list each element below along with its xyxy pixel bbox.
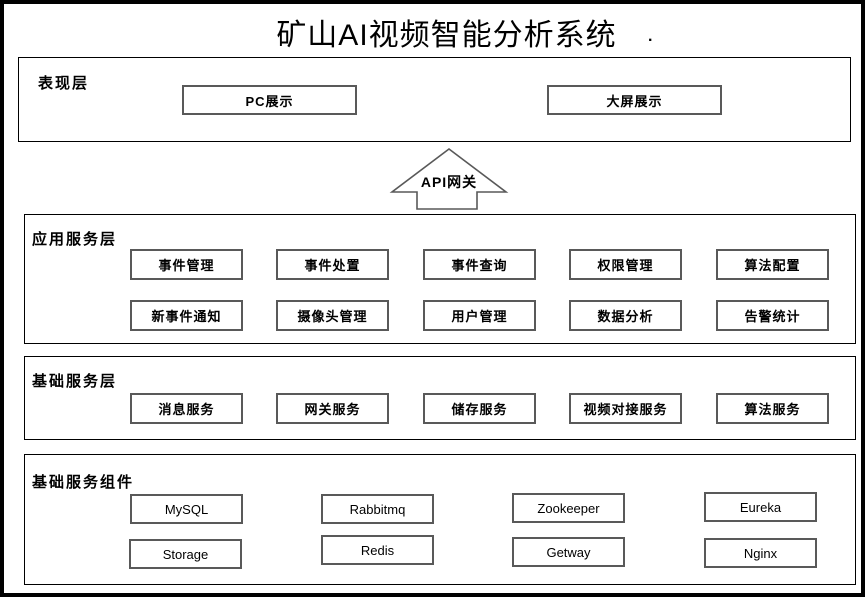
box-user-management: 用户管理 bbox=[423, 300, 536, 331]
layer-label: 基础服务组件 bbox=[32, 474, 135, 491]
box-redis: Redis bbox=[321, 535, 434, 565]
box-nginx: Nginx bbox=[704, 538, 817, 568]
layer-label: 表现层 bbox=[38, 75, 90, 92]
title-dot: . bbox=[648, 28, 653, 45]
api-gateway-label: API网关 bbox=[420, 174, 478, 190]
box-algorithm-service: 算法服务 bbox=[716, 393, 829, 424]
box-camera-management: 摄像头管理 bbox=[276, 300, 389, 331]
layer-presentation: 表现层 bbox=[18, 57, 851, 142]
api-gateway-arrow: API网关 bbox=[387, 146, 512, 212]
box-algorithm-config: 算法配置 bbox=[716, 249, 829, 280]
layer-label: 应用服务层 bbox=[32, 231, 118, 248]
up-arrow-icon bbox=[389, 147, 509, 210]
box-storage-service: 储存服务 bbox=[423, 393, 536, 424]
box-alarm-statistics: 告警统计 bbox=[716, 300, 829, 331]
layer-label: 基础服务层 bbox=[32, 373, 118, 390]
box-mysql: MySQL bbox=[130, 494, 243, 524]
box-gateway-service: 网关服务 bbox=[276, 393, 389, 424]
box-video-connect-service: 视频对接服务 bbox=[569, 393, 682, 424]
box-zookeeper: Zookeeper bbox=[512, 493, 625, 523]
box-event-handling: 事件处置 bbox=[276, 249, 389, 280]
box-message-service: 消息服务 bbox=[130, 393, 243, 424]
box-storage: Storage bbox=[129, 539, 242, 569]
page-title: 矿山AI视频智能分析系统 bbox=[276, 19, 617, 52]
box-big-screen-display: 大屏展示 bbox=[547, 85, 722, 115]
box-getway: Getway bbox=[512, 537, 625, 567]
box-rabbitmq: Rabbitmq bbox=[321, 494, 434, 524]
box-event-query: 事件查询 bbox=[423, 249, 536, 280]
box-eureka: Eureka bbox=[704, 492, 817, 522]
box-event-management: 事件管理 bbox=[130, 249, 243, 280]
box-permission-management: 权限管理 bbox=[569, 249, 682, 280]
box-pc-display: PC展示 bbox=[182, 85, 357, 115]
box-data-analysis: 数据分析 bbox=[569, 300, 682, 331]
box-new-event-notification: 新事件通知 bbox=[130, 300, 243, 331]
